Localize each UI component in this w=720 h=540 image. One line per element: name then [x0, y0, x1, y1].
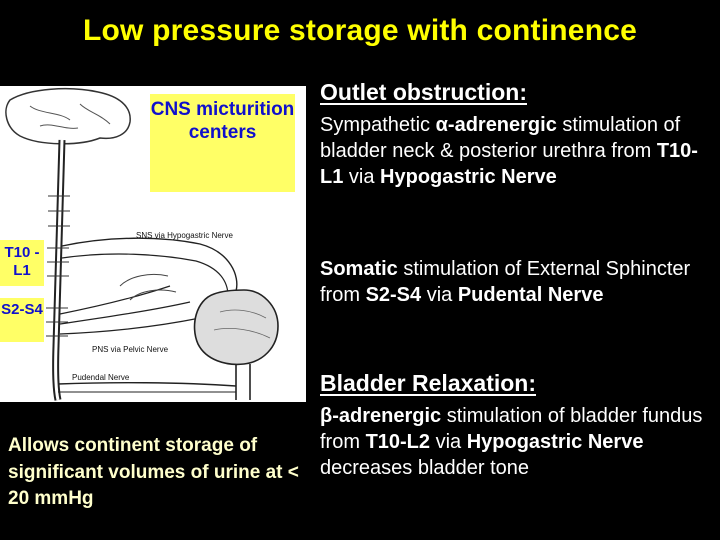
outlet-paragraph-2: Somatic stimulation of External Sphincte…: [320, 258, 691, 306]
t10-l1-label: T10 -L1: [0, 240, 44, 286]
sns-label: SNS via Hypogastric Nerve: [136, 231, 233, 240]
outlet-paragraph-1: Sympathetic α-adrenergic stimulation of …: [320, 114, 698, 188]
outlet-heading: Outlet obstruction:: [320, 79, 527, 105]
s2-s4-label: S2-S4: [0, 298, 44, 342]
pudendal-label: Pudendal Nerve: [72, 373, 130, 382]
storage-caption: Allows continent storage of significant …: [8, 435, 299, 510]
cns-label: CNS micturition centers: [150, 94, 295, 192]
slide-title: Low pressure storage with continence: [83, 14, 637, 47]
pns-label: PNS via Pelvic Nerve: [92, 345, 169, 354]
nerve-pathway-drawing: [5, 88, 279, 401]
neuroanatomy-diagram: SNS via Hypogastric Nerve PNS via Pelvic…: [0, 86, 306, 402]
relaxation-heading: Bladder Relaxation:: [320, 370, 536, 396]
relaxation-paragraph: β-adrenergic stimulation of bladder fund…: [320, 405, 703, 479]
